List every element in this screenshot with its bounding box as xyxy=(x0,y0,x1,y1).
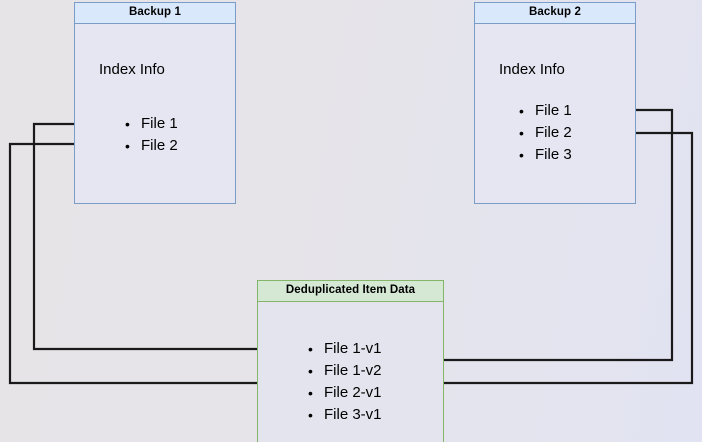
list-item[interactable]: File 1-v2 xyxy=(308,360,382,382)
list-item[interactable]: File 1 xyxy=(125,113,178,135)
node-deduplicated-item-data[interactable]: Deduplicated Item Data File 1-v1 File 1-… xyxy=(257,280,444,442)
node-dedup-body: File 1-v1 File 1-v2 File 2-v1 File 3-v1 xyxy=(258,302,443,442)
backup2-index-info-label: Index Info xyxy=(499,61,565,78)
node-backup1[interactable]: Backup 1 Index Info File 1 File 2 xyxy=(74,2,236,204)
list-item[interactable]: File 1-v1 xyxy=(308,338,382,360)
list-item[interactable]: File 1 xyxy=(519,100,572,122)
dedup-item-list: File 1-v1 File 1-v2 File 2-v1 File 3-v1 xyxy=(308,338,382,426)
backup1-file-list: File 1 File 2 xyxy=(125,113,178,157)
list-item[interactable]: File 2-v1 xyxy=(308,382,382,404)
list-item[interactable]: File 2 xyxy=(519,122,572,144)
list-item[interactable]: File 3 xyxy=(519,144,572,166)
backup2-file-list: File 1 File 2 File 3 xyxy=(519,100,572,166)
node-backup1-title: Backup 1 xyxy=(75,3,235,24)
node-backup2[interactable]: Backup 2 Index Info File 1 File 2 File 3 xyxy=(474,2,636,204)
node-dedup-title: Deduplicated Item Data xyxy=(258,281,443,302)
node-backup1-body: Index Info File 1 File 2 xyxy=(75,24,235,203)
list-item[interactable]: File 3-v1 xyxy=(308,404,382,426)
list-item[interactable]: File 2 xyxy=(125,135,178,157)
node-backup2-title: Backup 2 xyxy=(475,3,635,24)
node-backup2-body: Index Info File 1 File 2 File 3 xyxy=(475,24,635,203)
backup1-index-info-label: Index Info xyxy=(99,61,165,78)
